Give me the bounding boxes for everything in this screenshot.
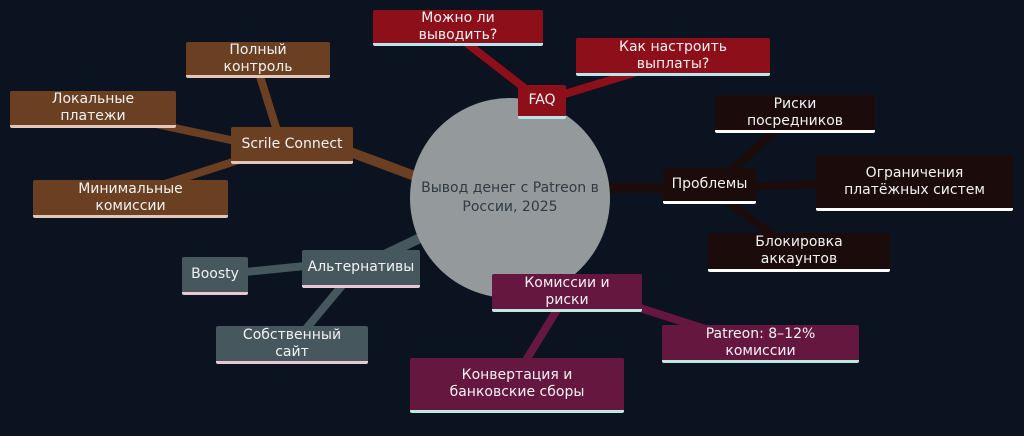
node-faq-can-withdraw[interactable]: Можно ли выводить? bbox=[373, 10, 543, 46]
link-center-scrile bbox=[340, 145, 425, 183]
node-patreon-fee[interactable]: Patreon: 8–12% комиссии bbox=[662, 325, 859, 363]
node-own-site[interactable]: Собственный сайт bbox=[216, 326, 368, 364]
node-faq[interactable]: FAQ bbox=[518, 85, 566, 119]
node-alternatives[interactable]: Альтернативы bbox=[302, 250, 420, 288]
node-scrile-connect[interactable]: Scrile Connect bbox=[231, 127, 353, 164]
node-full-control[interactable]: Полный контроль bbox=[186, 42, 330, 78]
node-account-blocking[interactable]: Блокировка аккаунтов bbox=[708, 233, 890, 272]
node-commissions-risks[interactable]: Комиссии и риски bbox=[492, 274, 642, 312]
node-intermediary-risks[interactable]: Риски посредников bbox=[715, 95, 875, 133]
node-problems[interactable]: Проблемы bbox=[663, 168, 756, 204]
node-minimal-fees[interactable]: Минимальные комиссии bbox=[33, 180, 228, 218]
central-topic[interactable]: Вывод денег с Patreon в России, 2025 bbox=[410, 98, 610, 298]
node-conversion-fees[interactable]: Конвертация и банковские сборы bbox=[410, 358, 624, 413]
node-boosty[interactable]: Boosty bbox=[182, 257, 248, 295]
node-faq-setup-payouts[interactable]: Как настроить выплаты? bbox=[576, 38, 770, 76]
node-payment-limits[interactable]: Ограничения платёжных систем bbox=[816, 155, 1013, 211]
node-local-payments[interactable]: Локальные платежи bbox=[10, 91, 176, 128]
